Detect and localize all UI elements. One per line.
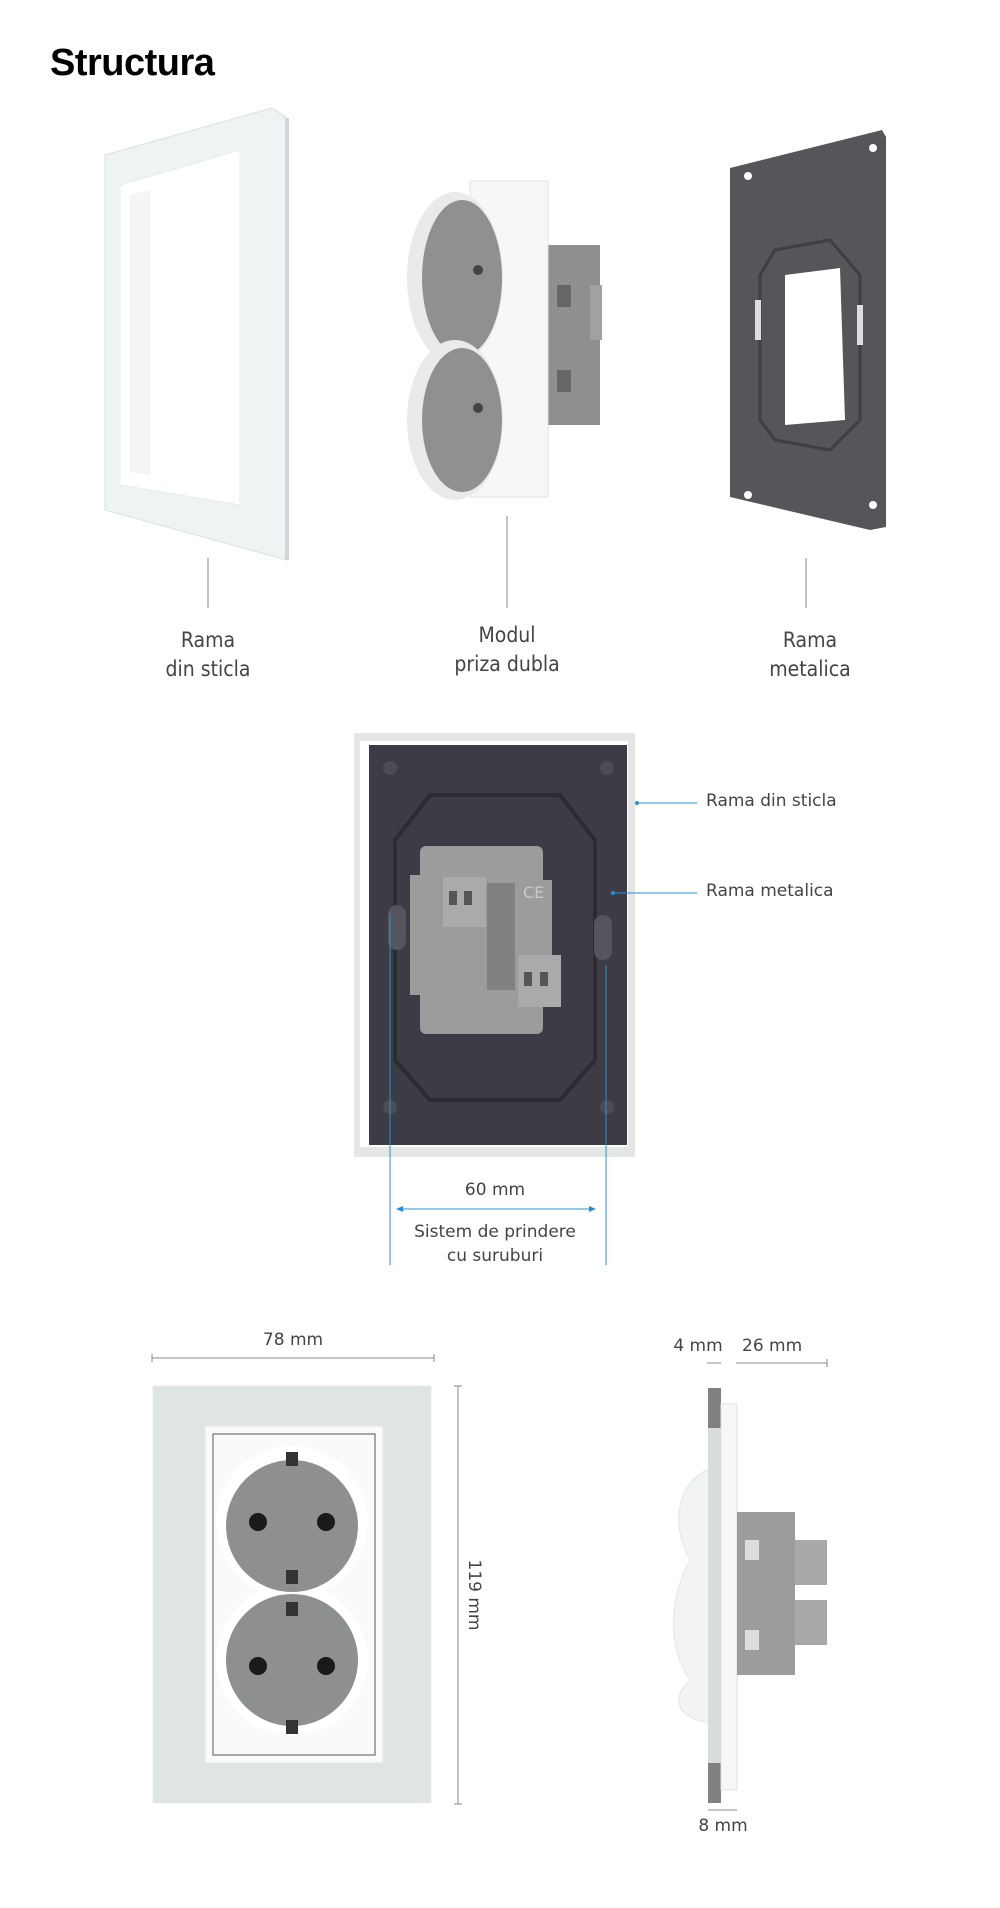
module-depth-label: 26 mm [742, 1336, 803, 1356]
glass-depth-label: 4 mm [673, 1336, 723, 1356]
label-socket-module: Modul priza dubla [454, 623, 560, 676]
callout-metal-frame: Rama metalica [706, 881, 834, 901]
back-view-image: CE [354, 733, 635, 1157]
mount-label-line2: cu suruburi [446, 1246, 544, 1266]
spacing-label: 60 mm [464, 1180, 526, 1200]
label-metal-frame: Rama metalica [769, 628, 851, 681]
height-label: 119 mm [464, 1559, 484, 1631]
side-view-image [673, 1388, 827, 1803]
callout-glass-frame: Rama din sticla [706, 791, 837, 811]
mount-label-line1: Sistem de prindere [414, 1222, 576, 1242]
front-view-image [152, 1385, 432, 1804]
ce-mark: CE [523, 883, 544, 902]
front-depth-label: 8 mm [698, 1816, 748, 1836]
glass-frame-image [104, 107, 289, 561]
label-glass-frame: Rama din sticla [165, 628, 251, 681]
page-title: Structura [50, 42, 215, 84]
socket-module-image [407, 180, 602, 500]
metal-frame-image [730, 130, 886, 530]
width-label: 78 mm [262, 1330, 324, 1350]
